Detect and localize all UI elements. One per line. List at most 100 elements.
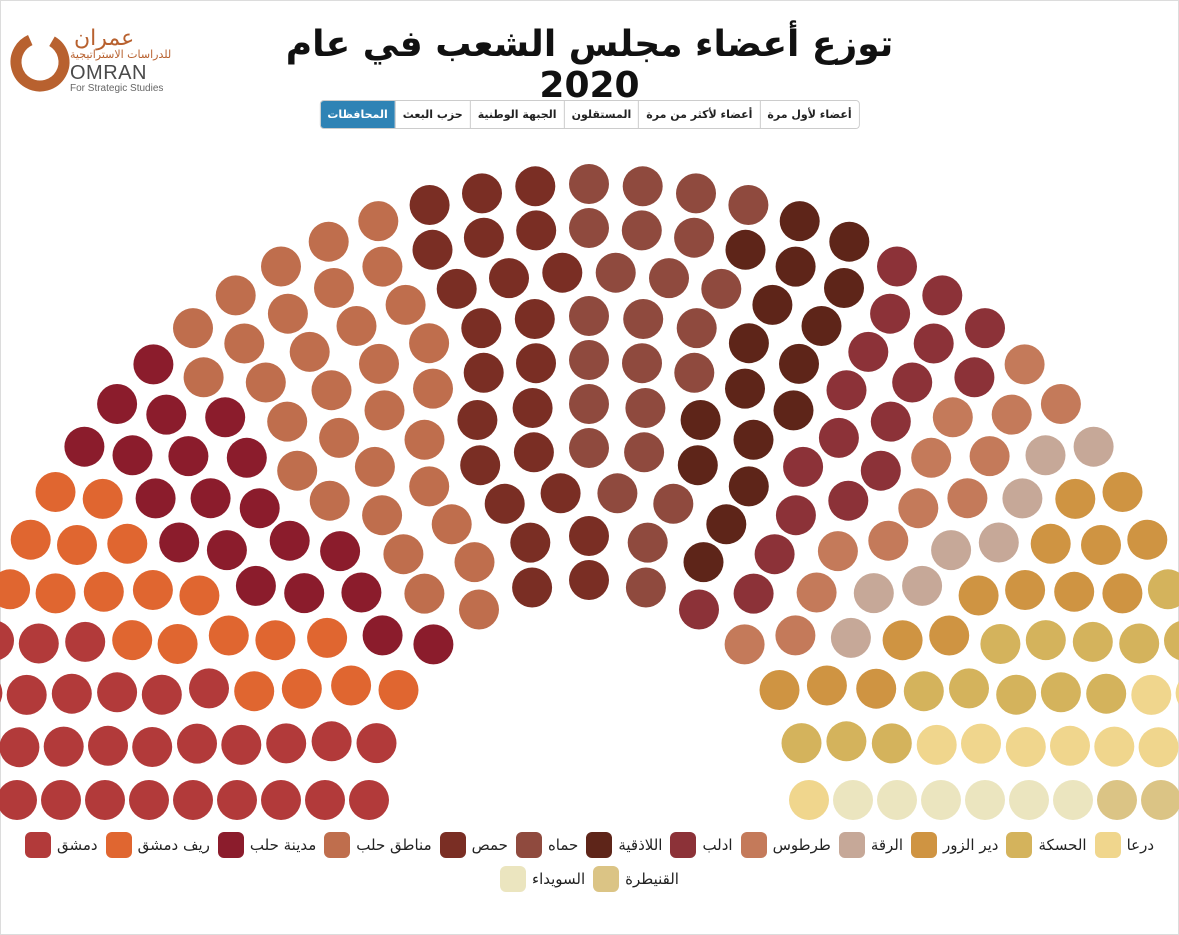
- seat[interactable]: دمشق: [85, 780, 125, 820]
- legend-item[interactable]: دير الزور: [911, 832, 998, 858]
- seat[interactable]: حماه: [622, 343, 662, 384]
- seat[interactable]: حمص: [484, 483, 525, 524]
- seat[interactable]: مناطق حلب: [431, 504, 472, 545]
- seat[interactable]: مدينة حلب: [362, 615, 403, 656]
- seat[interactable]: اللاذقية: [725, 368, 765, 409]
- legend-item[interactable]: حمص: [439, 832, 508, 858]
- seat[interactable]: اللاذقية: [752, 284, 793, 325]
- seat[interactable]: دير الزور: [1005, 570, 1046, 610]
- seat[interactable]: طرطوس: [932, 397, 973, 438]
- seat[interactable]: اللاذقية: [775, 246, 816, 287]
- seat[interactable]: حماه: [624, 432, 665, 473]
- seat[interactable]: مدينة حلب: [64, 426, 105, 467]
- seat[interactable]: حماه: [623, 299, 664, 339]
- legend-item[interactable]: اللاذقية: [586, 832, 662, 858]
- seat[interactable]: حمص: [461, 308, 502, 349]
- seat[interactable]: ادلب: [860, 450, 901, 491]
- seat[interactable]: ادلب: [818, 417, 859, 458]
- seat[interactable]: ريف دمشق: [255, 620, 296, 661]
- seat[interactable]: دير الزور: [759, 670, 800, 710]
- seat[interactable]: دير الزور: [882, 620, 923, 661]
- seat[interactable]: الرقة: [978, 522, 1019, 563]
- seat[interactable]: دمشق: [261, 780, 301, 820]
- seat[interactable]: دمشق: [88, 725, 128, 766]
- seat[interactable]: اللاذقية: [801, 306, 842, 346]
- seat[interactable]: طرطوس: [898, 488, 939, 529]
- seat[interactable]: الرقة: [902, 565, 943, 606]
- seat[interactable]: حمص: [540, 473, 581, 514]
- seat[interactable]: درعا: [1050, 725, 1090, 766]
- seat[interactable]: مدينة حلب: [168, 436, 209, 477]
- seat[interactable]: حمص: [569, 516, 609, 556]
- seat[interactable]: حماه: [701, 268, 742, 309]
- seat[interactable]: حماه: [569, 164, 609, 204]
- seat[interactable]: ريف دمشق: [179, 575, 220, 616]
- seat[interactable]: الرقة: [1002, 478, 1043, 519]
- seat[interactable]: مناطق حلب: [404, 419, 445, 460]
- seat[interactable]: مناطق حلب: [309, 480, 350, 521]
- seat[interactable]: دمشق: [6, 674, 47, 715]
- seat[interactable]: مناطق حلب: [364, 390, 405, 431]
- seat[interactable]: ادلب: [828, 480, 869, 521]
- seat[interactable]: ريف دمشق: [281, 668, 322, 709]
- legend-item[interactable]: ادلب: [670, 832, 733, 858]
- seat[interactable]: اللاذقية: [677, 445, 718, 486]
- seat[interactable]: الحسكة: [1119, 623, 1160, 664]
- seat[interactable]: طرطوس: [796, 572, 837, 613]
- legend-item[interactable]: السويداء: [500, 866, 585, 892]
- seat[interactable]: دمشق: [356, 723, 397, 764]
- tab-3[interactable]: الجبهة الوطنية: [469, 101, 564, 128]
- seat[interactable]: ريف دمشق: [57, 525, 97, 565]
- seat[interactable]: درعا: [1138, 727, 1179, 768]
- seat[interactable]: دمشق: [18, 623, 59, 664]
- seat[interactable]: درعا: [1005, 727, 1046, 767]
- seat[interactable]: حمص: [513, 432, 554, 473]
- seat[interactable]: حمص: [412, 229, 453, 270]
- seat[interactable]: ادلب: [954, 357, 995, 398]
- seat[interactable]: اللاذقية: [725, 229, 766, 270]
- seat[interactable]: دمشق: [189, 668, 229, 709]
- seat[interactable]: مدينة حلب: [146, 394, 187, 435]
- seat[interactable]: الحسكة: [1086, 673, 1127, 714]
- seat[interactable]: دير الزور: [1030, 523, 1071, 564]
- seat[interactable]: مناطق حلب: [311, 370, 352, 411]
- seat[interactable]: حماه: [622, 166, 663, 207]
- seat[interactable]: حماه: [569, 340, 609, 380]
- seat[interactable]: مناطق حلب: [183, 357, 224, 398]
- seat[interactable]: الرقة: [830, 617, 871, 658]
- legend-item[interactable]: ريف دمشق: [105, 832, 210, 858]
- seat[interactable]: دير الزور: [1081, 525, 1121, 565]
- legend-item[interactable]: الرقة: [838, 832, 903, 858]
- tab-2[interactable]: المستقلون: [563, 101, 639, 128]
- legend-item[interactable]: الحسكة: [1006, 832, 1087, 858]
- seat[interactable]: اللاذقية: [829, 221, 870, 262]
- seat[interactable]: دير الزور: [929, 615, 970, 656]
- seat[interactable]: ادلب: [965, 308, 1005, 349]
- seat[interactable]: حماه: [653, 483, 694, 524]
- seat[interactable]: حماه: [627, 522, 668, 563]
- seat[interactable]: الحسكة: [781, 723, 822, 764]
- seat[interactable]: ادلب: [826, 370, 867, 411]
- seat[interactable]: دمشق: [221, 724, 262, 765]
- seat[interactable]: الحسكة: [980, 624, 1021, 664]
- legend-item[interactable]: طرطوس: [740, 832, 831, 858]
- seat[interactable]: حماه: [649, 258, 689, 299]
- tab-4[interactable]: حزب البعث: [394, 101, 470, 128]
- seat[interactable]: دمشق: [41, 780, 81, 820]
- seat[interactable]: اللاذقية: [706, 504, 747, 545]
- seat[interactable]: دمشق: [177, 723, 217, 764]
- seat[interactable]: حماه: [569, 296, 609, 336]
- seat[interactable]: حماه: [569, 208, 609, 248]
- seat[interactable]: دير الزور: [1055, 478, 1096, 519]
- seat[interactable]: السويداء: [1009, 780, 1049, 820]
- seat[interactable]: مدينة حلب: [284, 573, 325, 614]
- seat[interactable]: اللاذقية: [680, 400, 721, 440]
- seat[interactable]: دير الزور: [806, 665, 847, 706]
- seat[interactable]: حمص: [542, 252, 583, 293]
- seat[interactable]: طرطوس: [947, 478, 988, 519]
- seat[interactable]: الحسكة: [826, 721, 867, 762]
- tab-1[interactable]: أعضاء لأكثر من مرة: [638, 101, 760, 128]
- tab-0[interactable]: أعضاء لأول مرة: [759, 101, 859, 128]
- seat[interactable]: القنيطرة: [1097, 780, 1137, 820]
- seat[interactable]: الحسكة: [1164, 621, 1179, 661]
